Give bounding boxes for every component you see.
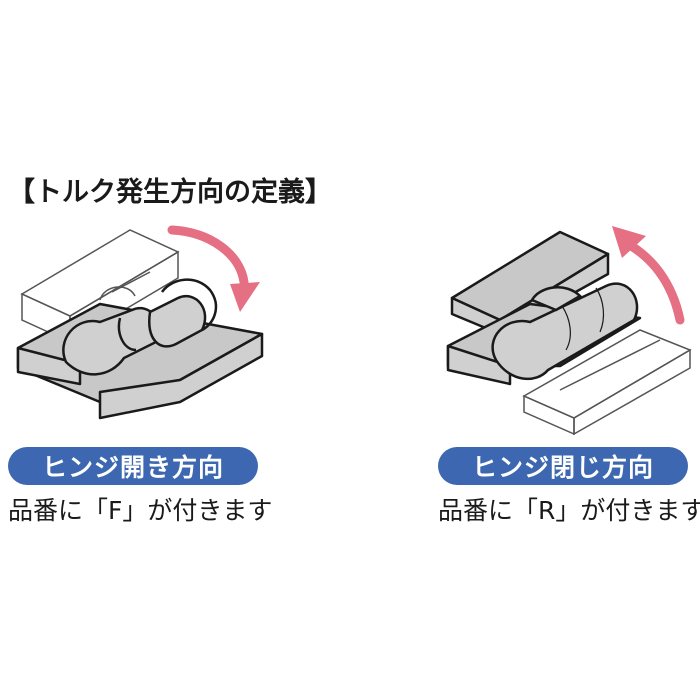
open-knuckles xyxy=(62,278,218,376)
close-knuckles xyxy=(491,282,639,381)
hinge-open-note: 品番に「F」が付きます xyxy=(8,496,273,525)
hinge-close-note: 品番に「R」が付きます xyxy=(438,496,700,525)
close-ghost-leaf xyxy=(522,329,692,436)
hinge-close-label: ヒンジ閉じ方向 xyxy=(438,447,688,485)
page-title: 【トルク発生方向の定義】 xyxy=(8,177,332,208)
close-rotation-arrow xyxy=(612,226,685,325)
hinge-open-label: ヒンジ開き方向 xyxy=(8,447,258,485)
open-rotation-arrow xyxy=(167,225,260,312)
